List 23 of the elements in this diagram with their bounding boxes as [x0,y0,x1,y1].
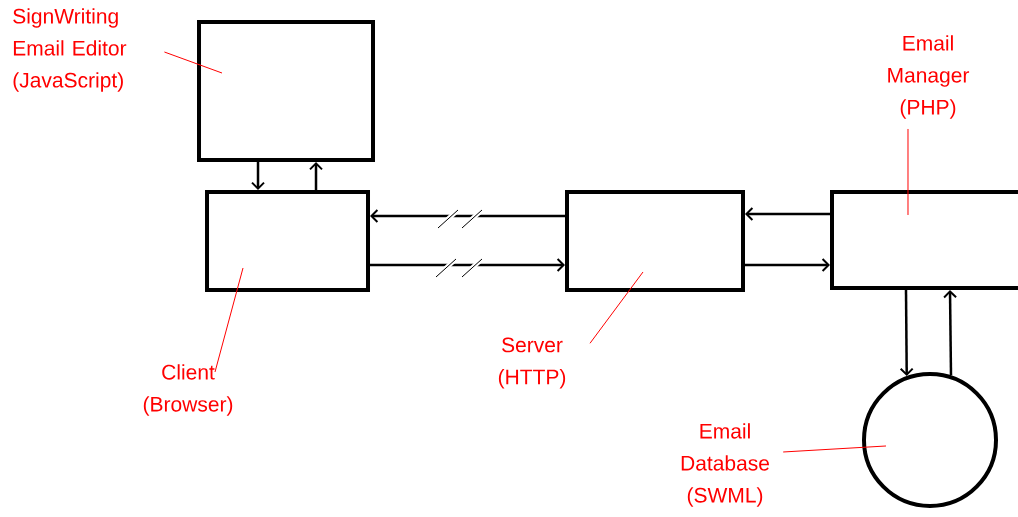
arrow [943,290,958,376]
label-text: Email Manager (PHP) [888,35,970,119]
process-box [830,190,1018,290]
leader-line [214,267,244,373]
leader-line [163,51,223,74]
label-text: Email Database (SWML) [681,423,769,507]
arrow [745,207,830,221]
arrow [745,258,830,272]
database-circle [862,372,998,508]
process-box [205,190,370,292]
process-box [197,20,375,162]
arrow [309,162,323,190]
arrow [370,258,565,272]
label-text: Server (HTTP) [498,337,566,389]
leader-line [782,445,887,453]
arrow [251,162,265,190]
process-box [565,190,745,292]
leader-line [589,271,644,344]
arrow [899,290,914,377]
label-text: SignWriting Email Editor (JavaScript) [13,8,127,92]
leader-line [907,128,909,216]
label-text: Client (Browser) [143,364,233,416]
arrow [370,209,565,223]
